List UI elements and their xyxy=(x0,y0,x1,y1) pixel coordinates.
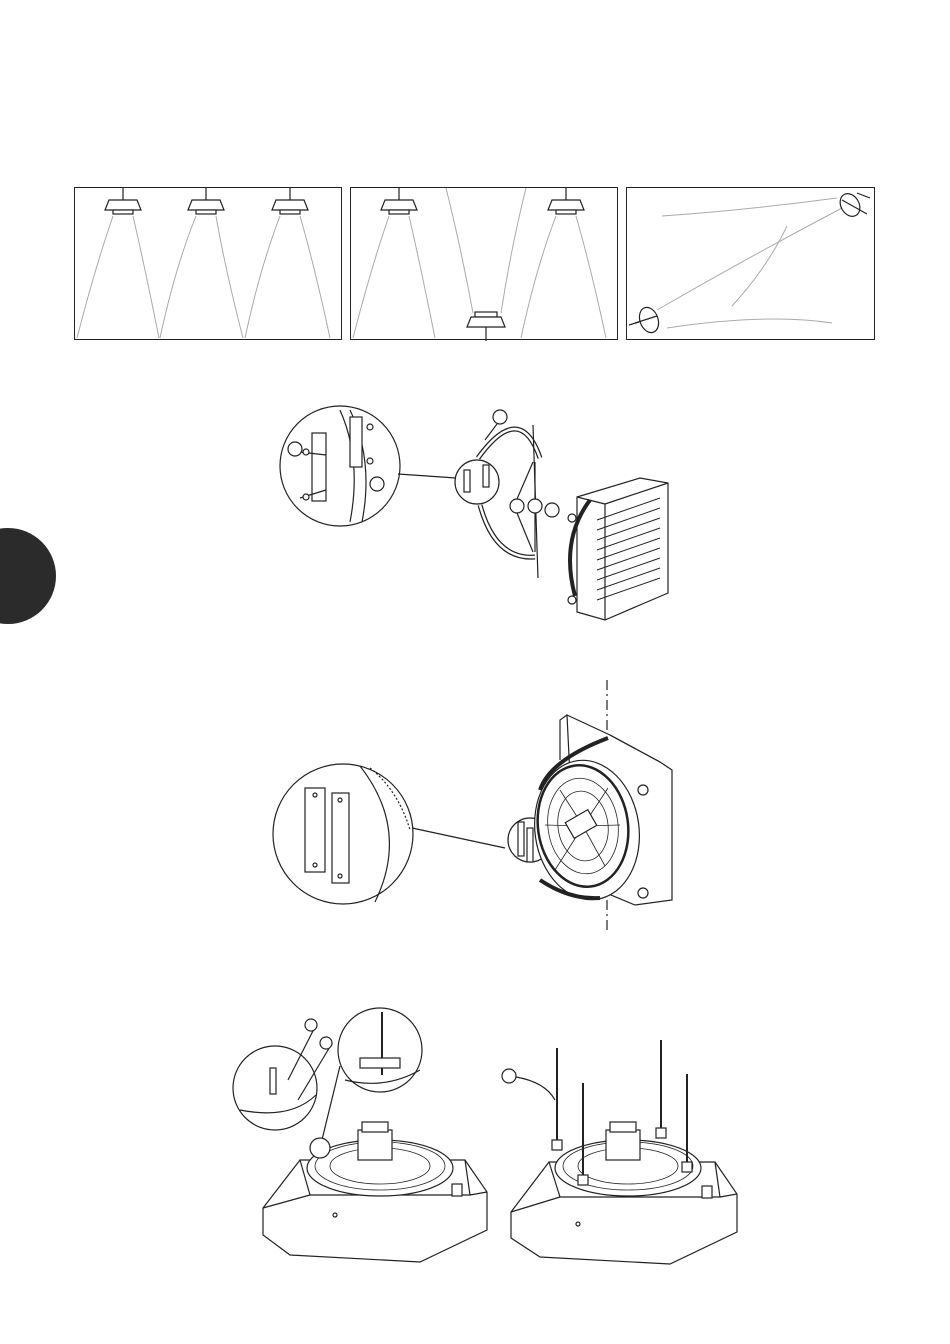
callout-circle-4 xyxy=(305,1019,317,1031)
callout-circle-5 xyxy=(320,1037,332,1049)
suspension-magnifier-right xyxy=(338,1008,422,1092)
callout-circle-6 xyxy=(502,1069,516,1083)
